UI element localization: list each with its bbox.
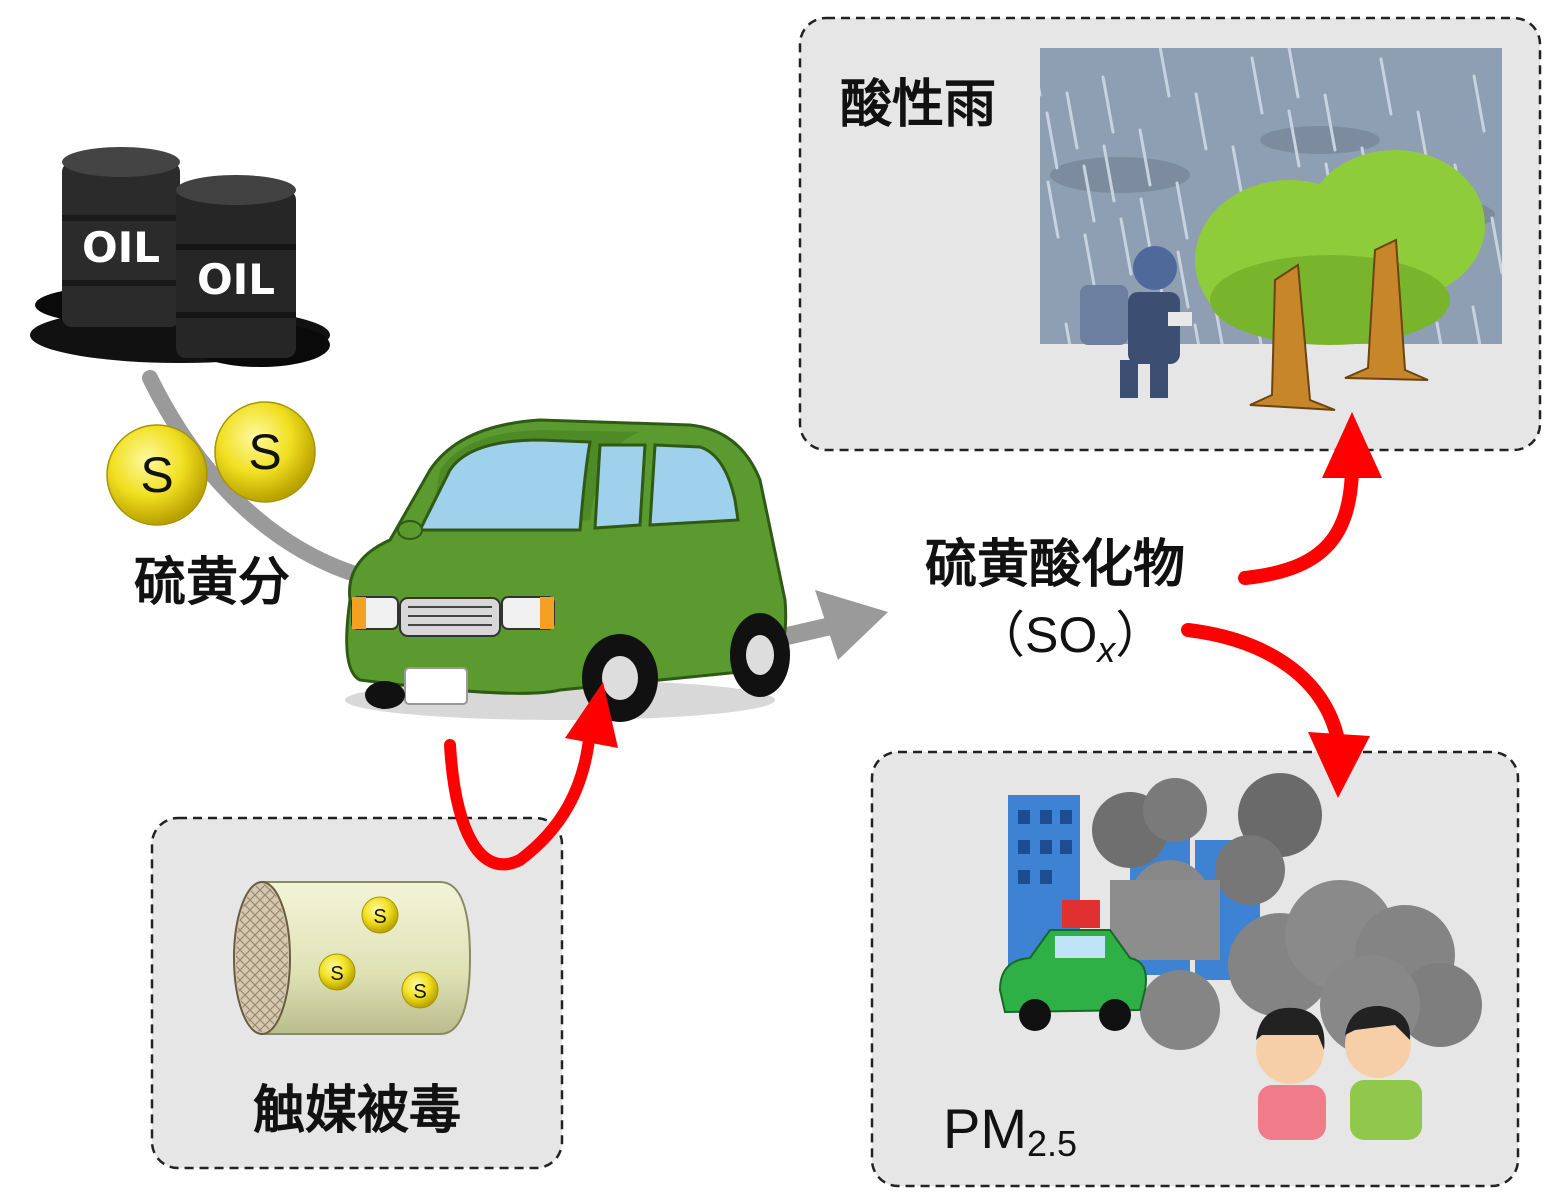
sulfur-ball-1: S [106,424,208,526]
rain-streak [1250,56,1264,115]
rain-streak [1176,250,1190,309]
rain-streak [1102,144,1116,203]
rain-streak [1101,75,1115,134]
green-car-icon [345,418,790,722]
rain-streak [1287,48,1300,99]
sox-open: （SO [975,607,1097,663]
sox-formula: （SOx） [975,607,1165,670]
pm-subscript: 2.5 [1027,1123,1077,1164]
oil-barrels-icon: OIL OIL [30,147,330,367]
rain-streak [1472,74,1486,133]
rain-streak [1471,305,1482,344]
catalyst-sulfur-ball-1: S [361,896,399,934]
rain-streak [1139,197,1153,256]
rain-streak [1046,180,1060,239]
pm25-illustration [998,773,1482,1140]
catalyst-converter-icon [233,881,472,1035]
catalyst-sulfur-ball-3: S [401,971,439,1009]
rain-streak [1082,164,1096,223]
svg-text:S: S [413,981,426,1003]
acid-rain-illustration [1040,48,1502,411]
barrel-label-2: OIL [197,255,275,304]
rain-streak [1287,109,1301,168]
sox-close: ） [1115,607,1165,663]
catalyst-sulfur-ball-2: S [318,953,356,991]
rain-streak [1379,57,1393,116]
sox-to-acid-rain-arrow [1238,412,1382,585]
pm-main: PM [943,1097,1027,1160]
rain-streak [1490,216,1502,275]
rain-streak [1083,233,1097,292]
catalyst-poisoning-label: 触媒被毒 [253,1080,461,1141]
rain-streak [1435,321,1443,344]
oil-to-car-arrow [142,370,393,590]
car-to-catalyst-loop-arrow [444,682,618,871]
rain-streak [1323,93,1337,152]
barrel-label-1: OIL [82,223,160,272]
rain-streak [1119,217,1133,276]
svg-text:S: S [330,963,343,985]
rain-streak [1065,91,1079,150]
rain-streak [1194,92,1208,151]
rain-streak [1138,128,1152,187]
rain-streak [1175,181,1189,240]
pm25-label: PM2.5 [943,1097,1077,1164]
sulfur-oxide-label: 硫黄酸化物 [925,534,1185,595]
sox-to-pm-arrow [1181,623,1370,798]
rain-streak [1158,48,1171,98]
rain-streak [1064,322,1072,344]
rain-streak [1045,111,1059,170]
svg-text:S: S [373,906,386,928]
svg-text:S: S [248,424,281,480]
sulfur-ball-2: S [214,401,316,503]
acid-rain-label: 酸性雨 [840,74,996,135]
svg-text:S: S [140,447,173,503]
rain-streak [1193,323,1200,344]
sulfur-content-label: 硫黄分 [134,552,290,613]
sox-subscript: x [1095,629,1117,670]
